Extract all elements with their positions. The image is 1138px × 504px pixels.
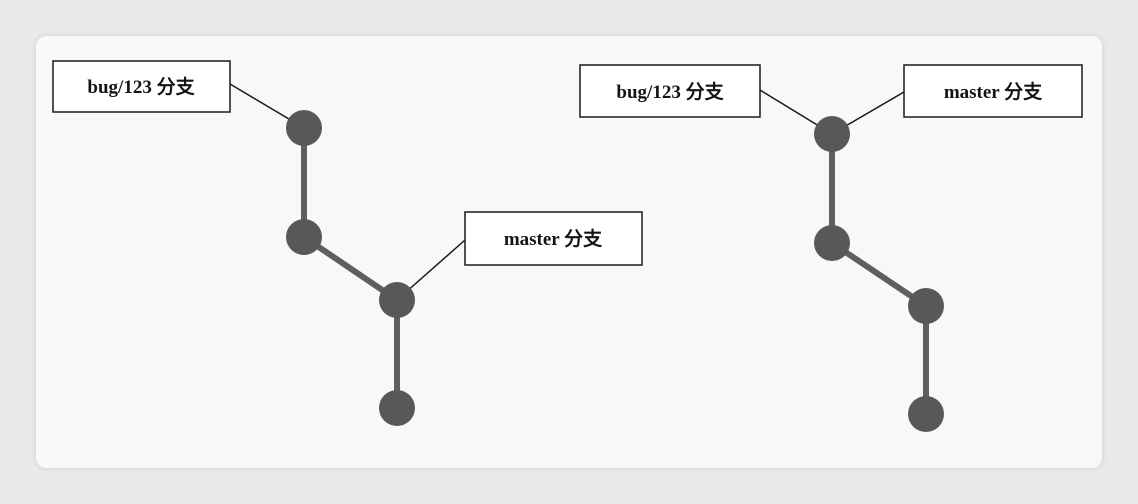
commit-node	[286, 110, 322, 146]
diagram-left: bug/123 分支 master 分支	[52, 60, 643, 426]
commit-edge	[302, 234, 399, 303]
bug-branch-label: bug/123 分支	[579, 64, 761, 118]
bug-branch-label-text: bug/123 分支	[87, 76, 195, 98]
master-branch-label-text: master 分支	[504, 228, 603, 250]
commit-node	[379, 282, 415, 318]
commit-node	[814, 225, 850, 261]
commit-node	[908, 396, 944, 432]
commit-node	[814, 116, 850, 152]
commit-node	[379, 390, 415, 426]
master-branch-label: master 分支	[903, 64, 1083, 118]
master-branch-label: master 分支	[464, 211, 643, 266]
commit-edge	[830, 240, 928, 309]
master-branch-label-text: master 分支	[944, 81, 1043, 103]
diagram-right: bug/123 分支 master 分支	[579, 64, 1083, 432]
commit-node	[286, 219, 322, 255]
bug-branch-label: bug/123 分支	[52, 60, 231, 113]
bug-branch-label-text: bug/123 分支	[616, 81, 724, 103]
commit-node	[908, 288, 944, 324]
